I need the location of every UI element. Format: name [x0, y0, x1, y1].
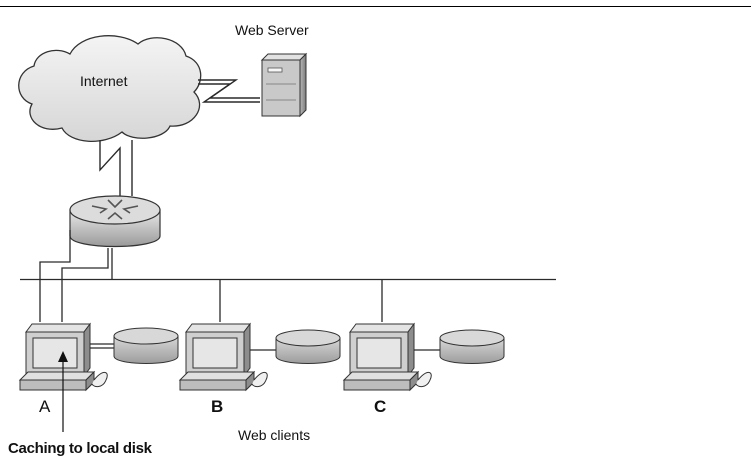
- web-server-label: Web Server: [235, 22, 309, 38]
- web-clients-label: Web clients: [238, 427, 311, 443]
- client-b-workstation-icon: [178, 322, 268, 392]
- client-c-workstation-icon: [342, 322, 432, 392]
- client-a-label: A: [39, 397, 51, 416]
- caching-label: Caching to local disk: [8, 440, 152, 457]
- client-a-workstation-icon: [18, 322, 108, 392]
- web-server-icon: [260, 52, 308, 118]
- internet-cloud-icon: [18, 35, 202, 143]
- router-icon: [69, 195, 161, 248]
- wan-link-server: [198, 79, 260, 103]
- cache-arrow-icon: [58, 351, 68, 432]
- router-to-client-a-path-2: [61, 248, 109, 280]
- client-c-label: C: [374, 397, 387, 416]
- client-a-disk-link: [90, 343, 114, 349]
- wan-link-router: [99, 140, 133, 196]
- client-c-disk-icon: [439, 329, 505, 364]
- client-a-disk-icon: [113, 327, 179, 364]
- client-b-label: B: [211, 397, 224, 416]
- internet-label: Internet: [80, 73, 128, 89]
- client-b-disk-icon: [275, 329, 341, 364]
- router-to-client-a-path: [39, 230, 71, 322]
